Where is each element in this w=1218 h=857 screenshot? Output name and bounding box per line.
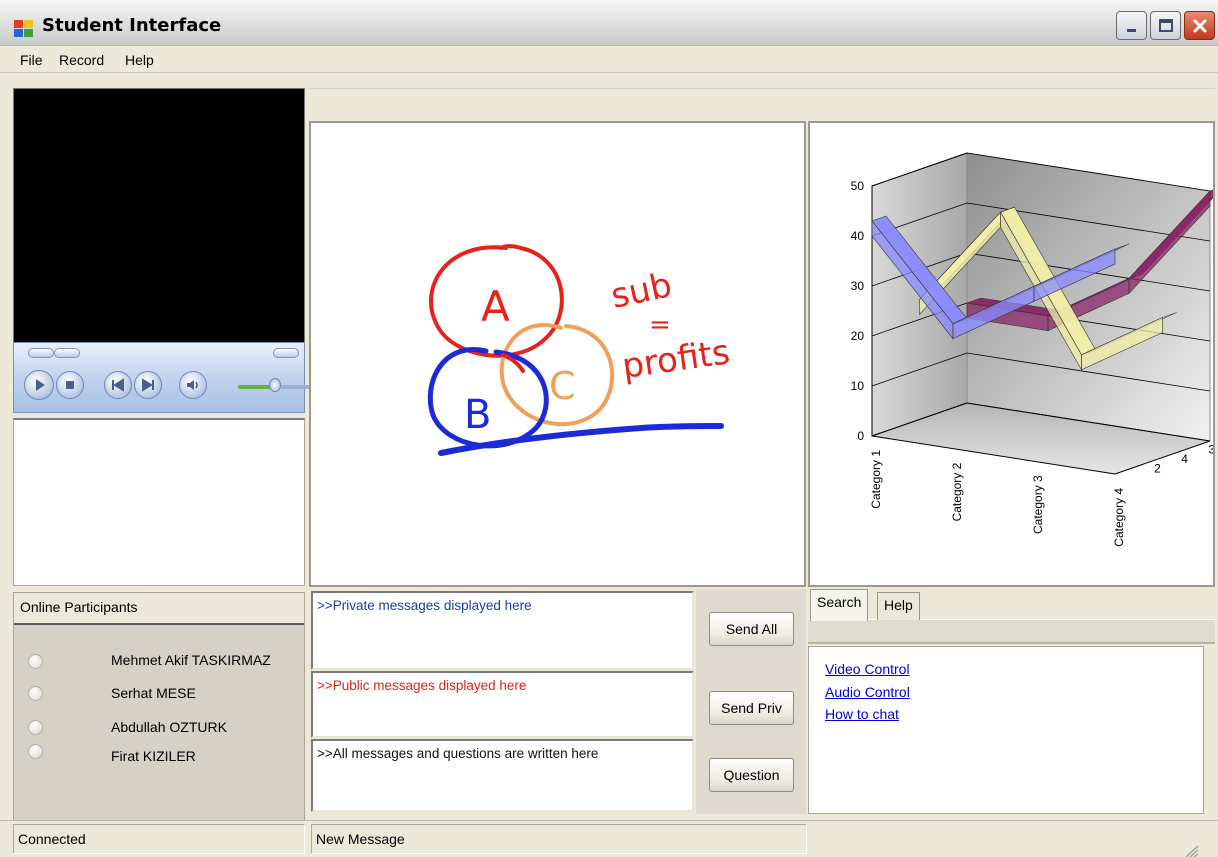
question-button[interactable]: Question: [709, 758, 794, 792]
participant-radio-4[interactable]: [28, 744, 43, 759]
status-new-message: New Message: [311, 824, 807, 854]
whiteboard-label-b: B: [464, 392, 491, 438]
minimize-icon: [1126, 28, 1136, 32]
public-messages-text: >>Public messages displayed here: [317, 678, 527, 693]
chart-y-tick: 10: [851, 379, 865, 393]
video-controls: [13, 342, 314, 413]
previous-icon: [112, 378, 124, 392]
chart-gridline: [871, 352, 1211, 392]
stop-icon: [66, 381, 74, 389]
participants-panel: Online Participants Mehmet Akif TASKIRMA…: [13, 592, 305, 821]
chart-x-tick: Category 4: [1112, 488, 1126, 547]
participant-radio-2[interactable]: [28, 686, 43, 701]
mute-button[interactable]: [179, 371, 207, 399]
status-bar: Connected New Message: [0, 820, 1218, 857]
video-pill-left-1[interactable]: [28, 348, 54, 358]
menu-record[interactable]: Record: [59, 52, 105, 68]
chart-y-tick: 40: [851, 229, 865, 243]
title-bar[interactable]: Student Interface: [0, 0, 1218, 46]
status-connection: Connected: [13, 824, 305, 854]
maximize-icon: [1158, 18, 1173, 32]
participant-radio-3[interactable]: [28, 720, 43, 735]
whiteboard-label-c: C: [549, 364, 576, 408]
close-icon: [1193, 19, 1206, 32]
tab-help[interactable]: Help: [877, 592, 920, 620]
chart-series-group: [871, 187, 1218, 371]
public-messages-area[interactable]: >>Public messages displayed here: [311, 671, 694, 738]
chart-y-tick-labels: 0 10 20 30 40 50: [851, 179, 865, 443]
help-links-panel: Video Control Audio Control How to chat: [808, 646, 1204, 814]
participants-header: Online Participants: [14, 593, 304, 625]
chart-y-tick: 50: [851, 179, 865, 193]
chart-x-tick-labels: Category 1 Category 2 Category 3 Category 4: [869, 450, 1126, 547]
chart-series-ribbon: [966, 187, 1218, 332]
side-info-panel: [13, 418, 305, 586]
chart-gridline: [871, 152, 1211, 192]
video-pill-right[interactable]: [273, 348, 299, 358]
chart-series-ribbon: [871, 215, 1130, 340]
chart-gridline: [871, 202, 1211, 242]
message-buttons-column: Send All Send Priv Question: [696, 589, 806, 814]
next-button[interactable]: [134, 371, 162, 399]
menu-help[interactable]: Help: [125, 52, 154, 68]
whiteboard-note-line3: profits: [620, 332, 733, 387]
video-pill-left-2[interactable]: [54, 348, 80, 358]
chart-x-tick: Category 1: [869, 450, 883, 509]
tab-search[interactable]: Search: [810, 589, 869, 621]
chart-x-tick: Category 2: [950, 462, 964, 521]
message-compose-text: >>All messages and questions are written…: [317, 746, 599, 761]
previous-button[interactable]: [104, 371, 132, 399]
participant-name-3: Abdullah OZTURK: [111, 719, 227, 735]
volume-slider-thumb[interactable]: [269, 378, 281, 392]
help-link-how-to-chat[interactable]: How to chat: [825, 706, 899, 722]
chart-ribbon-side: [1128, 190, 1211, 295]
whiteboard-label-a: A: [481, 282, 510, 331]
chart-y-tick: 20: [851, 329, 865, 343]
app-icon: [14, 20, 33, 37]
whiteboard-canvas[interactable]: A C B sub = profits: [309, 121, 806, 587]
send-all-button[interactable]: Send All: [709, 612, 794, 646]
window-title: Student Interface: [42, 15, 222, 36]
participant-name-4: Firat KIZILER: [111, 748, 196, 764]
minimize-button[interactable]: [1116, 11, 1147, 40]
play-button[interactable]: [24, 370, 54, 400]
chart-gridline: [871, 402, 1211, 442]
chart-y-tick: 30: [851, 279, 865, 293]
chart-y-tick: 0: [857, 429, 864, 443]
participant-name-1: Mehmet Akif TASKIRMAZ: [111, 652, 271, 668]
menu-file[interactable]: File: [20, 52, 43, 68]
stop-button[interactable]: [56, 371, 84, 399]
play-icon: [36, 379, 45, 391]
chart-ribbon-side: [1081, 317, 1163, 371]
private-messages-area[interactable]: >>Private messages displayed here: [311, 591, 694, 670]
chart-depth-tick: 34: [1208, 443, 1213, 457]
participants-title: Online Participants: [20, 599, 138, 615]
chart-depth-tick: 4: [1181, 452, 1188, 466]
tab-content-header: [808, 619, 1215, 644]
tab-bar: Search Help: [808, 589, 1215, 644]
close-button[interactable]: [1184, 11, 1215, 40]
chart-ribbon-side: [1033, 248, 1116, 302]
menu-bar: File Record Help: [0, 47, 1218, 73]
maximize-button[interactable]: [1150, 11, 1181, 40]
chart-depth-tick: 2: [1154, 462, 1161, 476]
participant-radio-1[interactable]: [28, 654, 43, 669]
private-messages-text: >>Private messages displayed here: [317, 598, 532, 613]
send-private-button[interactable]: Send Priv: [709, 691, 794, 725]
whiteboard-note-line2: =: [649, 310, 671, 340]
message-compose-area[interactable]: >>All messages and questions are written…: [311, 739, 694, 812]
resize-grip-icon[interactable]: [1184, 845, 1200, 857]
help-link-audio-control[interactable]: Audio Control: [825, 684, 910, 700]
speaker-icon: [187, 380, 198, 390]
whiteboard-drawing: A C B sub = profits: [427, 244, 733, 456]
toolbar-strip: [309, 88, 1215, 121]
help-link-video-control[interactable]: Video Control: [825, 661, 910, 677]
next-icon: [142, 378, 154, 392]
chart-x-tick: Category 3: [1031, 475, 1045, 534]
participant-name-2: Serhat MESE: [111, 685, 196, 701]
